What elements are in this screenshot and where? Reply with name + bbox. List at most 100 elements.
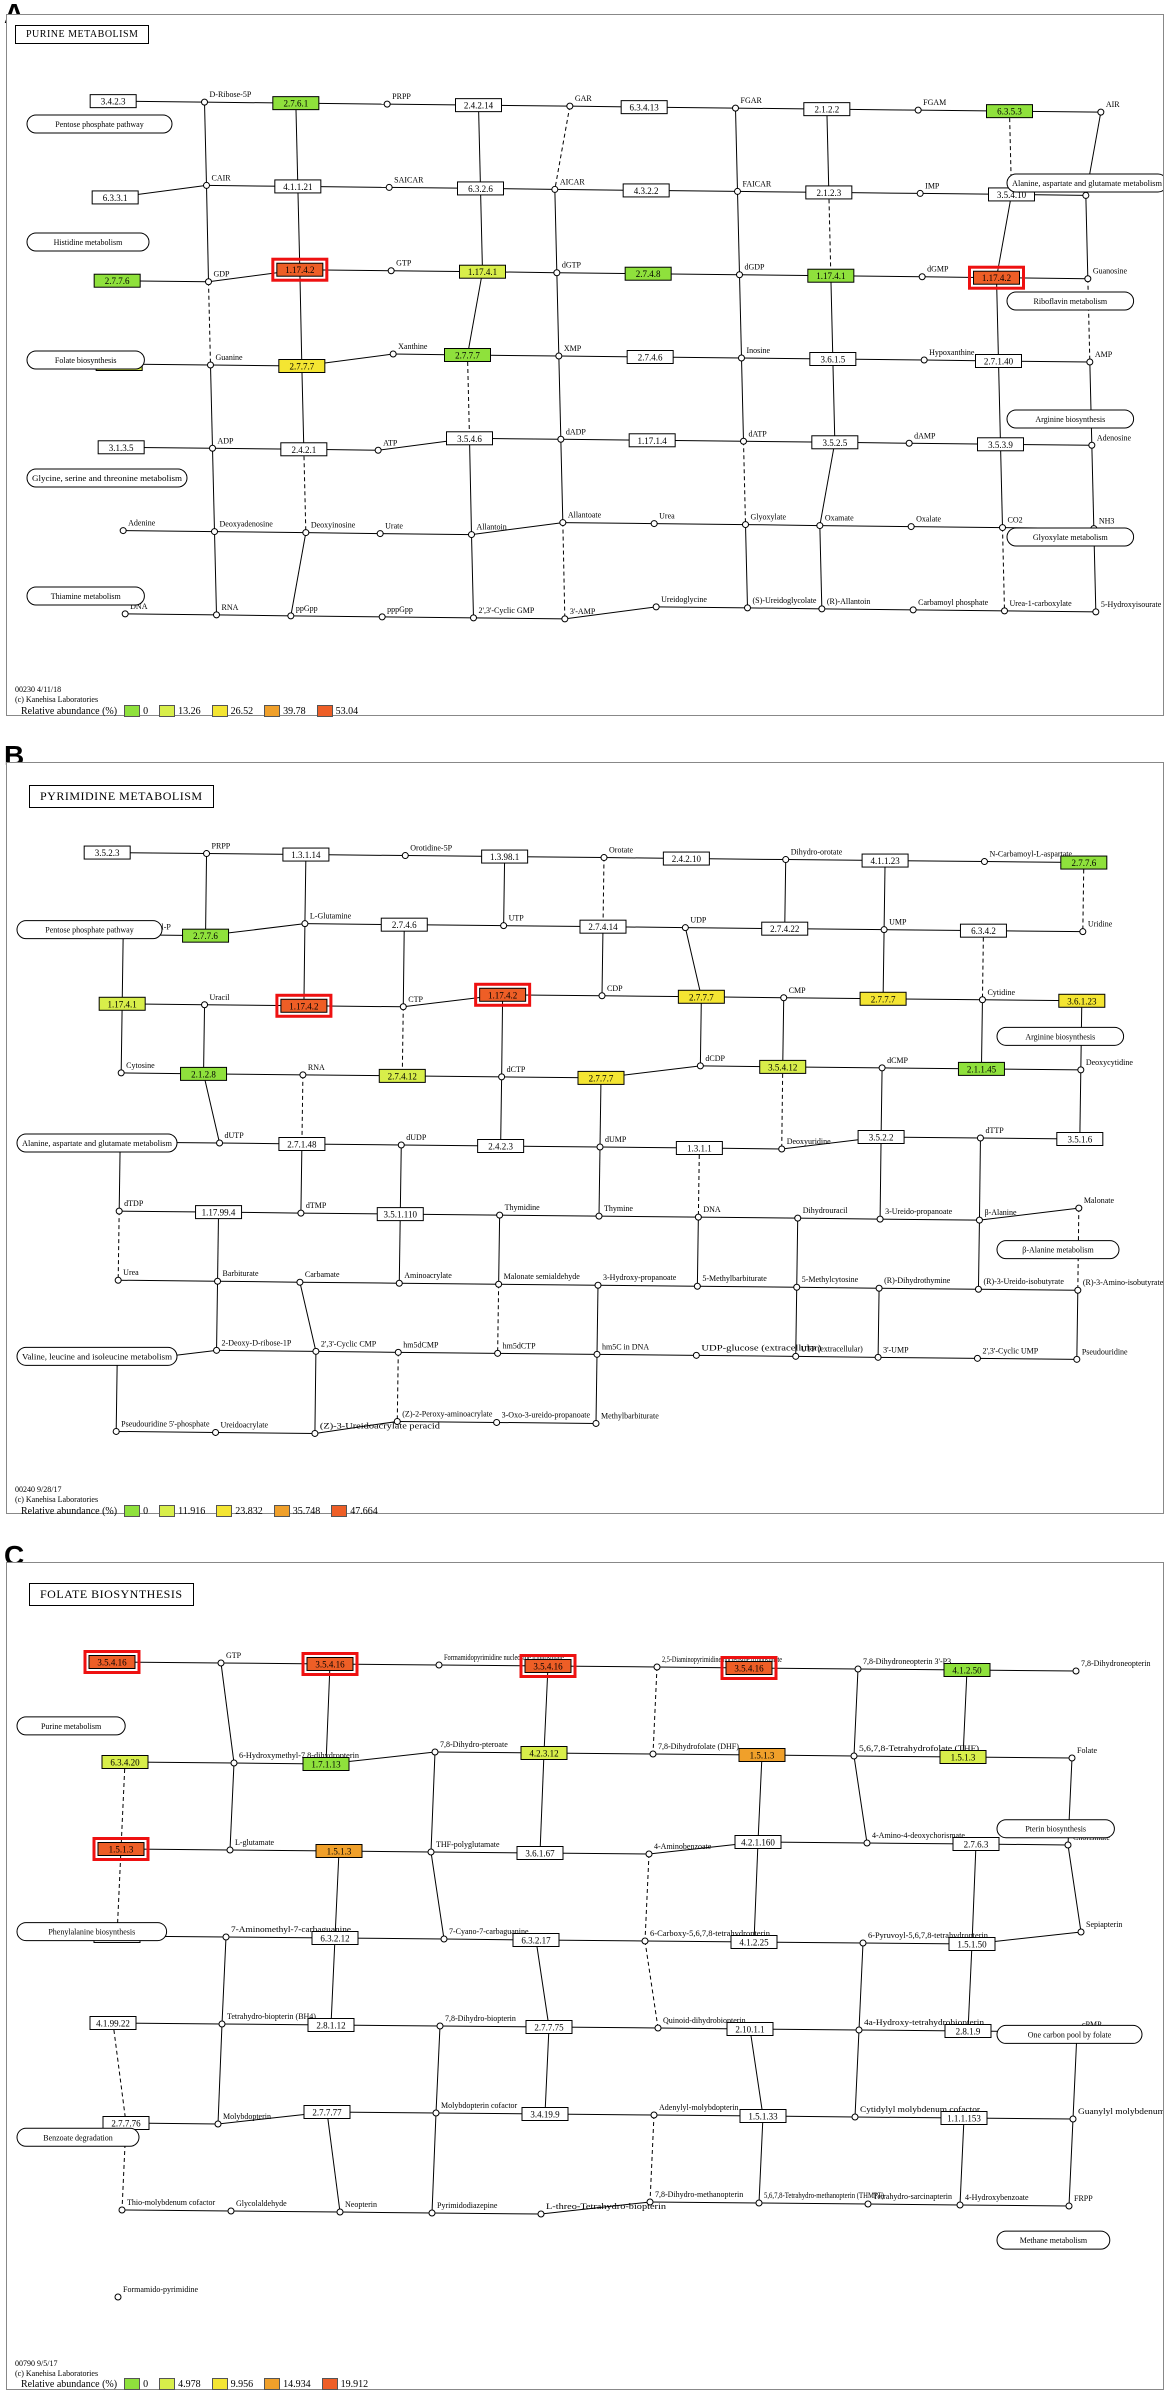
enzyme-box[interactable]: 3.5.4.16 xyxy=(519,1654,577,1678)
compound-node[interactable]: Barbiturate xyxy=(214,1269,259,1285)
enzyme-box[interactable]: 3.6.1.67 xyxy=(516,1846,564,1860)
compound-node[interactable]: ppGpp xyxy=(287,604,318,620)
pathway-map-link[interactable]: Benzoate degradation xyxy=(16,2127,140,2147)
compound-node[interactable]: UTP (extracellular) xyxy=(792,1344,863,1360)
compound-node[interactable]: RNA xyxy=(213,603,239,619)
compound-node[interactable]: Urea-1-carboxylate xyxy=(1001,599,1073,615)
compound-node[interactable]: AIR xyxy=(1097,100,1120,116)
compound-node[interactable]: Oxamate xyxy=(816,514,854,530)
compound-node[interactable]: β-Alanine xyxy=(975,1208,1017,1224)
enzyme-box[interactable]: 3.5.4.16 xyxy=(83,1650,141,1674)
enzyme-box[interactable]: 3.5.1.110 xyxy=(376,1207,424,1222)
compound-node[interactable]: Neopterin xyxy=(336,2200,377,2216)
pathway-map-link[interactable]: Alanine, aspartate and glutamate metabol… xyxy=(1006,173,1163,193)
compound-node[interactable]: 7,8-Dihydro-methanopterin xyxy=(646,2190,743,2206)
enzyme-box[interactable]: 6.3.4.20 xyxy=(101,1755,149,1769)
compound-node[interactable]: 7,8-Dihydroneopterin 3'-P3 xyxy=(854,1657,951,1673)
enzyme-box[interactable]: 1.5.1.50 xyxy=(948,1937,996,1951)
enzyme-box[interactable]: 1.3.1.14 xyxy=(282,847,330,862)
enzyme-box[interactable]: 2.7.1.40 xyxy=(975,354,1022,368)
compound-node[interactable]: Oxalate xyxy=(907,515,941,531)
compound-node[interactable]: Tetrahydro-biopterin (BH4) xyxy=(218,2012,316,2028)
enzyme-box[interactable]: 3.5.4.16 xyxy=(720,1656,778,1680)
compound-node[interactable]: FGAM xyxy=(914,98,946,114)
compound-node[interactable]: dCMP xyxy=(878,1056,909,1072)
compound-node[interactable]: FRPP xyxy=(1065,2194,1093,2210)
compound-node[interactable]: 7-Aminomethyl-7-carbaguanine xyxy=(222,1925,352,1941)
compound-node[interactable]: Formamidopyrimidine nucleoside triphosph… xyxy=(435,1653,564,1669)
compound-node[interactable]: CO2 xyxy=(999,516,1023,532)
enzyme-box[interactable]: 2.7.7.7 xyxy=(677,989,725,1004)
compound-node[interactable]: (Z)-2-Peroxy-aminoacrylate xyxy=(393,1409,493,1425)
enzyme-box[interactable]: 1.7.1.13 xyxy=(302,1757,350,1771)
compound-node[interactable]: UMP xyxy=(880,918,907,934)
enzyme-box[interactable]: 1.5.1.33 xyxy=(739,2109,787,2123)
compound-node[interactable]: L-Glutamine xyxy=(301,912,352,928)
enzyme-box[interactable]: 1.17.4.1 xyxy=(459,264,506,279)
compound-node[interactable]: 3'-AMP xyxy=(561,607,596,623)
compound-node[interactable]: pppGpp xyxy=(378,605,413,621)
compound-node[interactable]: Pseudouridine xyxy=(1073,1347,1128,1363)
enzyme-box[interactable]: 2.1.1.45 xyxy=(957,1061,1005,1076)
compound-node[interactable]: dTMP xyxy=(297,1201,327,1217)
compound-node[interactable]: Adenosine xyxy=(1088,433,1132,449)
enzyme-box[interactable]: 1.17.4.1 xyxy=(98,996,146,1011)
enzyme-box[interactable]: 2.8.1.12 xyxy=(307,2018,355,2032)
pathway-map-link[interactable]: Purine metabolism xyxy=(16,1716,126,1736)
enzyme-box[interactable]: 2.7.7.6 xyxy=(1060,855,1108,870)
compound-node[interactable]: N-Carbamoyl-L-aspartate xyxy=(980,850,1073,866)
enzyme-box[interactable]: 1.5.1.3 xyxy=(92,1837,150,1861)
enzyme-box[interactable]: 2.4.2.3 xyxy=(477,1139,525,1153)
compound-node[interactable]: Uracil xyxy=(201,993,231,1009)
compound-node[interactable]: AICAR xyxy=(551,177,586,193)
compound-node[interactable]: dTTP xyxy=(976,1126,1004,1142)
enzyme-box[interactable]: 2.7.7.7 xyxy=(859,991,907,1006)
enzyme-box[interactable]: 3.1.3.5 xyxy=(97,440,145,455)
compound-node[interactable]: AMP xyxy=(1086,350,1113,366)
compound-node[interactable]: (Z)-3-Ureidoacrylate peracid xyxy=(311,1421,440,1437)
enzyme-box[interactable]: 3.5.4.12 xyxy=(759,1059,807,1074)
enzyme-box[interactable]: 3.4.19.9 xyxy=(521,2107,569,2121)
compound-node[interactable]: 5,6,7,8-Tetrahydrofolate (THF) xyxy=(850,1744,979,1760)
enzyme-box[interactable]: 4.1.99.22 xyxy=(89,2016,137,2030)
enzyme-box[interactable]: 2.7.6.1 xyxy=(272,96,320,111)
enzyme-box[interactable]: 2.7.4.6 xyxy=(380,917,428,932)
compound-node[interactable]: Tetrahydro-sarcinapterin xyxy=(864,2192,952,2208)
compound-node[interactable]: dGTP xyxy=(553,261,582,277)
compound-node[interactable]: 2-Deoxy-D-ribose-1P xyxy=(213,1338,292,1354)
enzyme-box[interactable]: 6.3.4.2 xyxy=(959,923,1007,938)
compound-node[interactable]: SAICAR xyxy=(385,175,424,191)
enzyme-box[interactable]: 6.3.4.13 xyxy=(620,100,668,115)
compound-node[interactable]: (S)-Ureidoglycolate xyxy=(744,596,817,612)
compound-node[interactable]: Sepiapterin xyxy=(1077,1920,1122,1936)
compound-node[interactable]: dTDP xyxy=(115,1199,144,1215)
compound-node[interactable]: 7,8-Dihydro-pteroate xyxy=(431,1740,508,1756)
pathway-map-link[interactable]: β-Alanine metabolism xyxy=(996,1240,1120,1260)
pathway-map-link[interactable]: Glycine, serine and threonine metabolism xyxy=(26,468,188,488)
compound-node[interactable]: Glycolaldehyde xyxy=(227,2199,287,2215)
compound-node[interactable]: 7-Cyano-7-carbaguanine xyxy=(440,1927,529,1943)
enzyme-box[interactable]: 4.1.1.23 xyxy=(861,853,909,868)
compound-node[interactable]: Cytidine xyxy=(978,988,1015,1004)
compound-node[interactable]: Glyoxylate xyxy=(742,513,787,529)
compound-node[interactable]: UDP-glucose (extracellular) xyxy=(692,1343,822,1359)
compound-node[interactable]: THF-polyglutamate xyxy=(427,1840,500,1856)
compound-node[interactable]: (R)-3-Ureido-isobutyrate xyxy=(974,1277,1064,1293)
pathway-map-link[interactable]: Arginine biosynthesis xyxy=(1006,409,1135,429)
compound-node[interactable]: XMP xyxy=(555,344,582,360)
compound-node[interactable]: RNA xyxy=(299,1063,325,1079)
compound-node[interactable]: Orotate xyxy=(600,846,633,862)
compound-node[interactable]: Inosine xyxy=(738,346,771,362)
compound-node[interactable]: Adenylyl-molybdopterin xyxy=(650,2103,739,2119)
enzyme-box[interactable]: 2.4.2.14 xyxy=(455,98,502,113)
compound-node[interactable]: Allantoate xyxy=(559,511,602,527)
compound-node[interactable]: Ureidoglycine xyxy=(652,595,707,611)
enzyme-box[interactable]: 3.5.4.16 xyxy=(301,1652,359,1676)
compound-node[interactable]: 3-Ureido-propanoate xyxy=(876,1207,953,1223)
enzyme-box[interactable]: 3.6.1.23 xyxy=(1058,993,1106,1008)
enzyme-box[interactable]: 4.1.2.50 xyxy=(943,1663,991,1677)
compound-node[interactable]: 5-Hydroxyisourate xyxy=(1092,600,1162,616)
compound-node[interactable]: 2',3'-Cyclic CMP xyxy=(312,1339,377,1355)
pathway-map-link[interactable]: Pterin biosynthesis xyxy=(996,1819,1115,1839)
enzyme-box[interactable]: 1.5.1.3 xyxy=(939,1750,987,1764)
